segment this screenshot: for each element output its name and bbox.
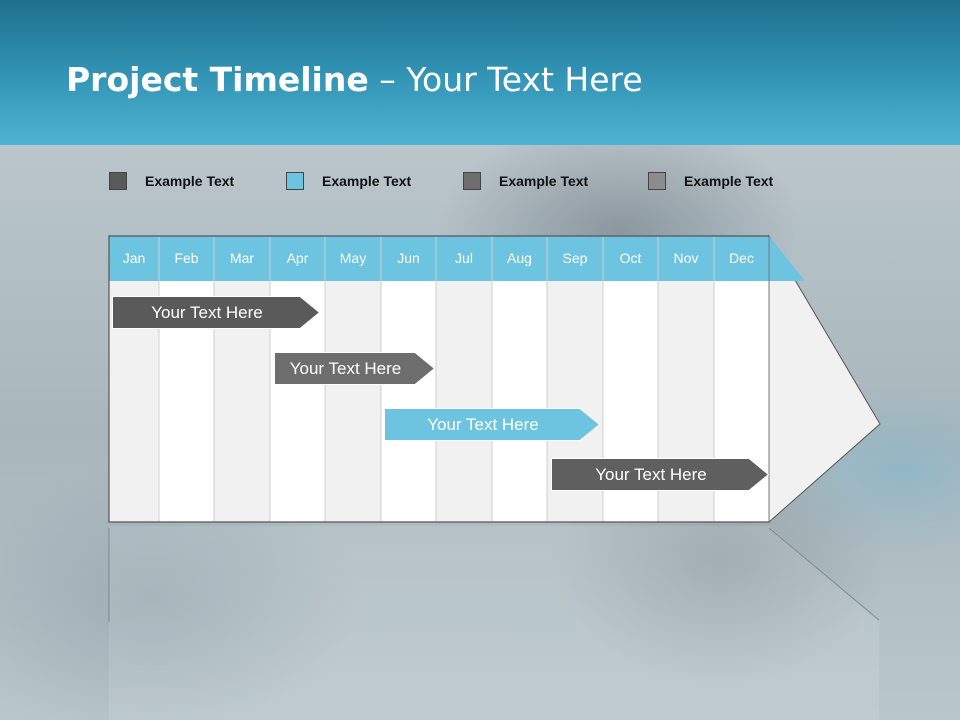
legend-label-1: Example Text xyxy=(145,173,235,189)
month-band xyxy=(109,236,769,281)
month-column-jul xyxy=(436,236,492,522)
task-bar-label-4: Your Text Here xyxy=(595,464,707,484)
title-bold: Project Timeline xyxy=(66,60,369,99)
task-bar-shape-1 xyxy=(112,296,320,329)
month-label-mar: Mar xyxy=(229,250,255,266)
task-bar-shape-2 xyxy=(274,352,435,385)
task-bar-label-2: Your Text Here xyxy=(289,358,402,378)
month-label-oct: Oct xyxy=(619,250,642,266)
month-label-dec: Dec xyxy=(729,250,754,266)
legend-swatch-1 xyxy=(109,172,127,190)
legend-item-2: Example Text xyxy=(286,170,411,192)
month-label-jul: Jul xyxy=(455,250,473,266)
legend-swatch-4 xyxy=(648,172,666,190)
month-label-nov: Nov xyxy=(673,250,699,266)
header-band: Project Timeline – Your Text Here xyxy=(0,0,960,145)
reflection-edge-right xyxy=(768,527,880,621)
legend-swatch-2 xyxy=(286,172,304,190)
month-label-aug: Aug xyxy=(507,250,532,266)
month-label-jun: Jun xyxy=(397,250,420,266)
legend-label-2: Example Text xyxy=(322,173,412,189)
chart-reflection xyxy=(109,526,879,720)
task-bar-shape-3 xyxy=(384,408,600,441)
month-label-may: May xyxy=(339,250,367,266)
task-bar-1: Your Text Here xyxy=(112,296,320,329)
task-bar-label-3: Your Text Here xyxy=(427,414,539,434)
task-bar-shape-4 xyxy=(551,458,769,491)
legend-label-3: Example Text xyxy=(499,173,589,189)
legend-swatch-3 xyxy=(463,172,481,190)
month-column-mar xyxy=(214,236,270,522)
task-bar-2: Your Text Here xyxy=(274,352,435,385)
legend-item-1: Example Text xyxy=(109,170,234,192)
month-column-aug xyxy=(492,236,547,522)
legend-item-3: Example Text xyxy=(463,170,588,192)
month-label-apr: Apr xyxy=(286,250,309,266)
legend-label-4: Example Text xyxy=(684,173,774,189)
task-bar-3: Your Text Here xyxy=(384,408,600,441)
month-label-jan: Jan xyxy=(122,250,146,266)
month-label-feb: Feb xyxy=(174,250,199,266)
month-band-tip xyxy=(769,236,805,281)
title-rest: – Your Text Here xyxy=(368,60,643,99)
legend-item-4: Example Text xyxy=(648,170,773,192)
task-bar-label-1: Your Text Here xyxy=(151,302,263,322)
page-title: Project Timeline – Your Text Here xyxy=(66,60,643,99)
month-column-feb xyxy=(159,236,214,522)
month-label-sep: Sep xyxy=(562,250,588,266)
month-column-jan xyxy=(109,236,159,522)
timeline-border xyxy=(108,235,769,523)
task-bar-4: Your Text Here xyxy=(551,458,769,491)
